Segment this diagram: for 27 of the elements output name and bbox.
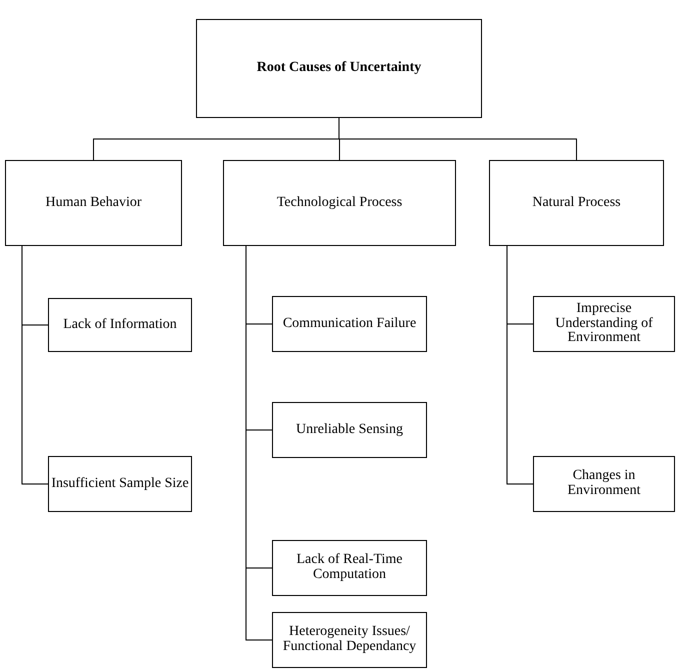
process-box xyxy=(272,540,427,596)
box-label: Changes in Environment xyxy=(566,469,642,499)
process-box xyxy=(533,456,675,512)
box-label: Imprecise Understanding of Environment xyxy=(554,302,654,346)
process-box xyxy=(489,160,664,246)
process-box xyxy=(533,296,675,352)
process-box xyxy=(5,160,182,246)
connector-line xyxy=(22,246,48,484)
box-label: Unreliable Sensing xyxy=(296,422,403,438)
process-box xyxy=(48,298,192,352)
process-box xyxy=(272,612,427,668)
box-label: Natural Process xyxy=(532,196,621,210)
process-box xyxy=(272,402,427,458)
box-label: Human Behavior xyxy=(45,196,142,210)
box-label: Heterogeneity Issues/ Functional Dependancy xyxy=(282,625,418,655)
connector-line xyxy=(338,118,577,160)
box-label: Insufficient Sample Size xyxy=(51,476,189,492)
process-box xyxy=(196,19,482,118)
process-box xyxy=(48,456,192,512)
connector-line xyxy=(506,246,534,484)
box-label: Lack of Information xyxy=(63,318,177,332)
process-box xyxy=(272,296,427,352)
box-label: Lack of Real-Time Computation xyxy=(295,553,404,583)
box-label: Communication Failure xyxy=(282,316,416,332)
box-label: Technological Process xyxy=(276,196,402,210)
box-label: Root Causes of Uncertainty xyxy=(256,61,422,76)
process-box xyxy=(223,160,456,246)
